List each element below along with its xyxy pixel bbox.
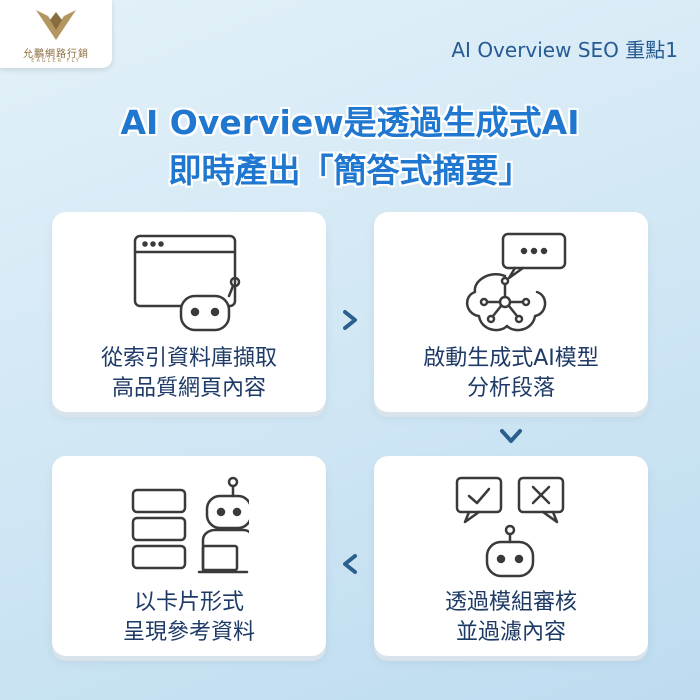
logo-name: 允鵬網路行銷 [23,49,89,60]
eagle-logo-icon [36,10,76,40]
logo-subtitle: EAGLER FLY [31,58,81,64]
robot-cards-icon [131,476,249,574]
topic-label: AI Overview SEO 重點1 [451,38,678,62]
step-card-1: 從索引資料庫擷取 高品質網頁內容 [52,212,326,412]
chevron-down-icon [500,429,522,443]
step-3-line-2: 並過濾內容 [455,620,566,645]
step-card-4: 以卡片形式 呈現參考資料 [52,456,326,656]
step-card-2: 啟動生成式AI模型 分析段落 [374,212,648,412]
step-card-3: 透過模組審核 並過濾內容 [374,456,648,656]
step-3-line-1: 透過模組審核 [444,590,577,615]
step-4-line-2: 呈現參考資料 [122,620,255,645]
chevron-right-icon [343,310,357,330]
step-1-line-1: 從索引資料庫擷取 [100,346,277,371]
chevron-left-icon [343,554,357,574]
step-2-line-2: 分析段落 [466,376,555,401]
step-2-line-1: 啟動生成式AI模型 [423,346,599,371]
main-title-line-2: 即時產出「簡答式摘要」 [168,151,532,190]
step-1-line-2: 高品質網頁內容 [111,376,266,401]
main-title-line-1: AI Overview是透過生成式AI [120,103,580,142]
browser-robot-icon [133,234,241,332]
robot-review-icon [455,476,565,578]
ai-brain-icon [466,232,567,332]
brand-logo: 允鵬網路行銷 EAGLER FLY [0,0,112,68]
step-4-line-1: 以卡片形式 [133,590,244,615]
